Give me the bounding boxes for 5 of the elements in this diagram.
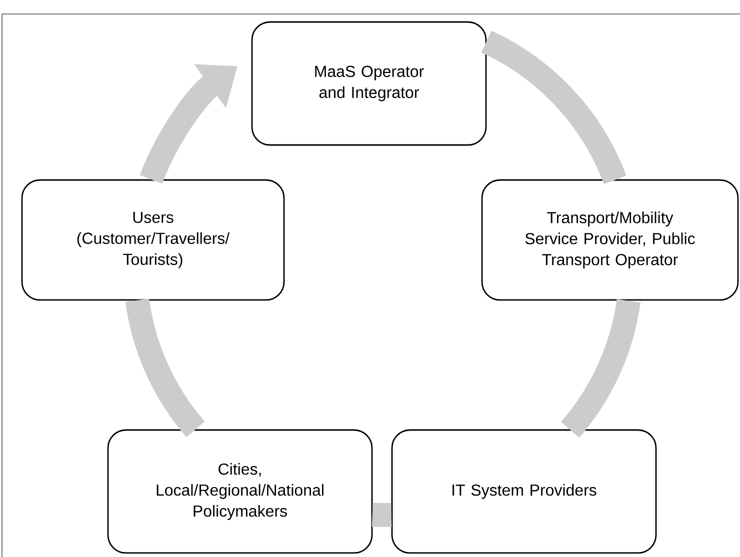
process-box: IT System Providers bbox=[391, 429, 657, 554]
process-box: Cities, Local/Regional/National Policymakers bbox=[107, 429, 373, 554]
process-box: Users (Customer/Travellers/ Tourists) bbox=[21, 179, 285, 301]
process-box: MaaS Operator and Integrator bbox=[251, 21, 487, 146]
process-box: Transport/Mobility Service Provider, Public Transport Operator bbox=[481, 179, 739, 301]
